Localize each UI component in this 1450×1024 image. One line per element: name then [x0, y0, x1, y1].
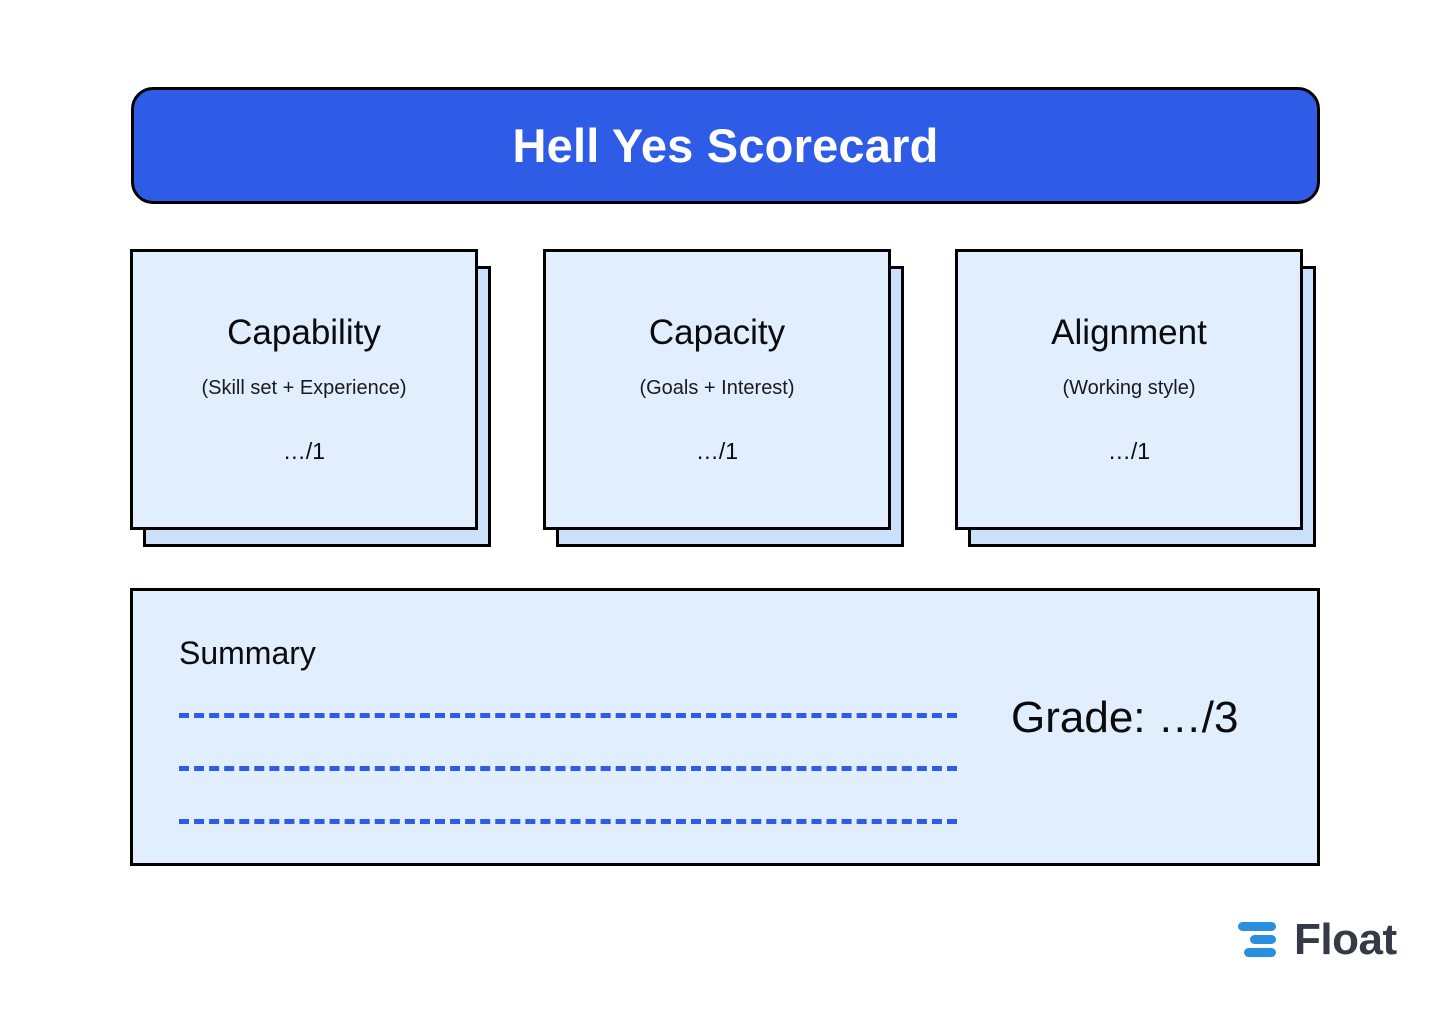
- card-subtitle: (Skill set + Experience): [201, 377, 407, 399]
- page-title: Hell Yes Scorecard: [512, 119, 939, 172]
- card-title: Capability: [227, 313, 381, 352]
- scorecard-card-capability[interactable]: Capability (Skill set + Experience) …/1: [130, 249, 491, 547]
- grade-total: Grade: …/3: [1011, 693, 1239, 742]
- card-subtitle: (Working style): [1062, 377, 1196, 399]
- card-score-value: …/1: [695, 438, 739, 464]
- card-score-value: …/1: [1107, 438, 1151, 464]
- card-score-value: …/1: [282, 438, 326, 464]
- card-title: Alignment: [1051, 313, 1207, 352]
- card-title: Capacity: [648, 313, 786, 352]
- summary-line-1[interactable]: [179, 713, 957, 718]
- logo-bar-top: [1238, 922, 1276, 931]
- summary-line-3[interactable]: [179, 819, 957, 824]
- logo-bar-middle: [1250, 935, 1276, 944]
- logo-bar-bottom: [1244, 948, 1276, 957]
- summary-write-in-lines[interactable]: [179, 713, 959, 872]
- card-face: Alignment (Working style) …/1: [955, 249, 1303, 530]
- scorecard-card-alignment[interactable]: Alignment (Working style) …/1: [955, 249, 1316, 547]
- card-face: Capability (Skill set + Experience) …/1: [130, 249, 478, 530]
- card-face: Capacity (Goals + Interest) …/1: [543, 249, 891, 530]
- summary-panel: Summary Grade: …/3: [130, 588, 1320, 866]
- summary-label: Summary: [179, 635, 316, 671]
- float-wordmark: Float: [1294, 915, 1397, 964]
- header-banner: Hell Yes Scorecard: [131, 87, 1320, 204]
- float-mark-icon: [1238, 919, 1284, 961]
- summary-line-2[interactable]: [179, 766, 957, 771]
- float-logo: Float: [1238, 918, 1397, 962]
- scorecard-card-capacity[interactable]: Capacity (Goals + Interest) …/1: [543, 249, 904, 547]
- card-subtitle: (Goals + Interest): [639, 377, 795, 399]
